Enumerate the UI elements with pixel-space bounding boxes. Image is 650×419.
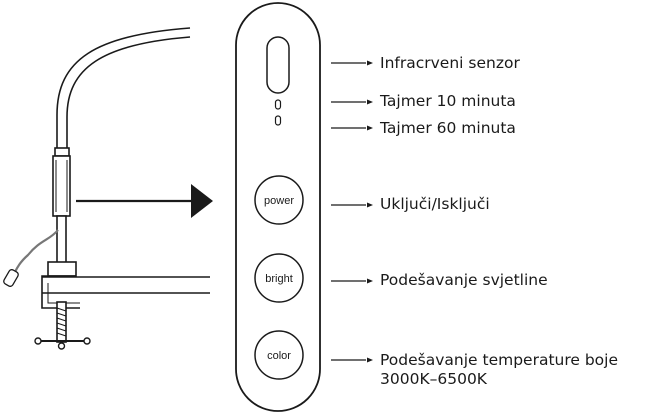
pointer-arrowhead bbox=[191, 184, 213, 218]
power-button-label: power bbox=[264, 195, 294, 207]
cable-plug bbox=[3, 269, 19, 287]
callout-arrow-color-temp bbox=[331, 357, 373, 363]
bright-button-label: bright bbox=[265, 273, 293, 285]
label-timer-10: Tajmer 10 minuta bbox=[380, 92, 516, 110]
callout-arrow-on-off bbox=[331, 202, 373, 208]
label-infrared-sensor: Infracrveni senzor bbox=[380, 54, 520, 72]
lamp-gooseneck bbox=[56, 27, 191, 150]
callout-arrows bbox=[331, 60, 373, 363]
control-panel: power bright color bbox=[235, 2, 321, 412]
callout-arrow-timer-60 bbox=[331, 125, 373, 131]
color-button[interactable]: color bbox=[254, 330, 304, 380]
bright-button[interactable]: bright bbox=[254, 253, 304, 303]
desk-lamp-illustration bbox=[3, 27, 210, 350]
callout-arrow-timer-10 bbox=[331, 99, 373, 105]
label-color-temp-line2: 3000K–6500K bbox=[380, 370, 487, 388]
label-on-off: Uključi/Isključi bbox=[380, 195, 490, 213]
label-color-temp-line1: Podešavanje temperature boje bbox=[380, 351, 619, 369]
callout-arrow-brightness bbox=[331, 278, 373, 284]
power-button[interactable]: power bbox=[254, 175, 304, 225]
lamp-lower-stem bbox=[56, 215, 67, 265]
label-timer-60: Tajmer 60 minuta bbox=[380, 119, 516, 137]
pointer-arrow bbox=[76, 184, 213, 218]
clamp-top bbox=[47, 261, 77, 277]
color-button-label: color bbox=[267, 350, 291, 362]
timer-60-indicator bbox=[274, 115, 282, 126]
lamp-cable bbox=[14, 229, 59, 273]
timer-10-indicator bbox=[274, 99, 282, 110]
lamp-gooseneck-inner bbox=[66, 36, 191, 150]
lamp-collar bbox=[54, 147, 70, 157]
callout-arrow-infrared bbox=[331, 60, 373, 66]
label-brightness: Podešavanje svjetline bbox=[380, 271, 548, 289]
infrared-sensor-window bbox=[266, 36, 290, 94]
